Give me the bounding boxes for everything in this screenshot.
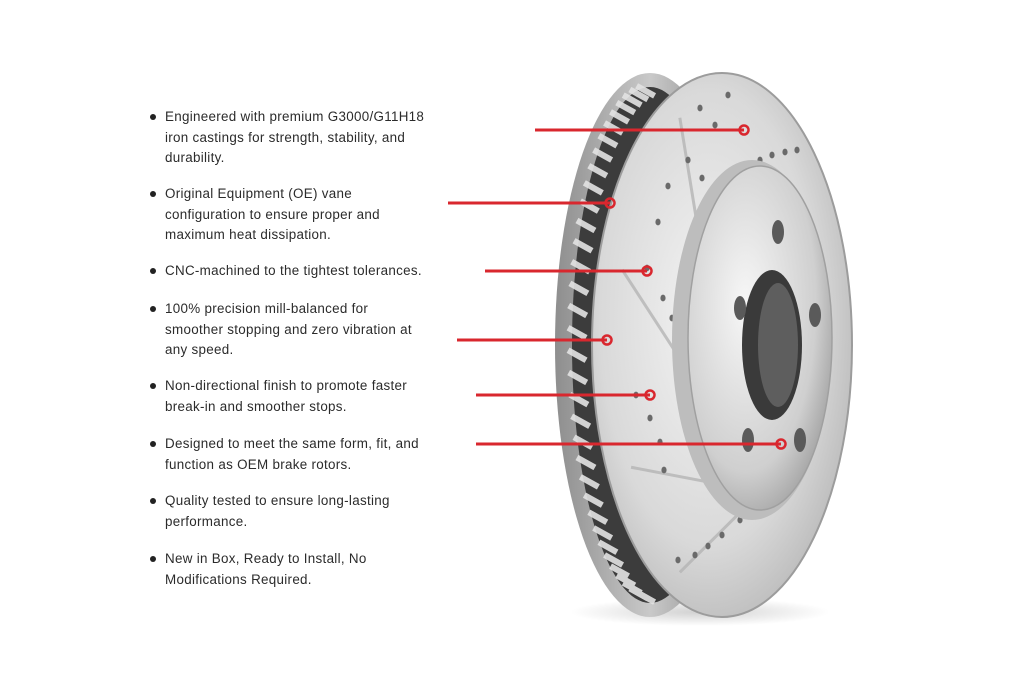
feature-text: New in Box, Ready to Install, No Modific… (165, 551, 367, 587)
face-slot (630, 465, 709, 484)
feature-text: Designed to meet the same form, fit, and… (165, 436, 419, 472)
vane (575, 454, 597, 471)
feature-item: New in Box, Ready to Install, No Modific… (150, 549, 450, 590)
bullet-icon (150, 268, 156, 274)
vane (597, 539, 619, 555)
drilled-hole (794, 146, 800, 154)
drilled-hole (712, 121, 718, 129)
bullet-icon (150, 498, 156, 504)
bullet-icon (150, 383, 156, 389)
vane (572, 434, 594, 450)
vane (615, 572, 637, 589)
callout-dot (601, 334, 613, 346)
bullet-icon (150, 441, 156, 447)
vane (603, 552, 625, 568)
drilled-hole (699, 174, 705, 182)
vane (582, 492, 604, 508)
bullet-icon (150, 114, 156, 120)
vane (575, 217, 597, 234)
drilled-hole (685, 156, 691, 164)
vane (566, 325, 588, 341)
vane (566, 347, 588, 363)
drilled-hole (647, 414, 653, 422)
vane (568, 280, 590, 297)
vane (570, 413, 592, 429)
lug-hole (794, 428, 806, 452)
drilled-hole (782, 148, 788, 156)
drilled-hole (725, 91, 731, 99)
vane (592, 147, 614, 163)
vane (587, 163, 609, 179)
feature-item: Engineered with premium G3000/G11H18 iro… (150, 107, 450, 169)
feature-text: 100% precision mill-balanced for smoothe… (165, 301, 412, 357)
vane (578, 474, 600, 490)
feature-text: CNC-machined to the tightest tolerances. (165, 263, 422, 278)
feature-item: Non-directional finish to promote faster… (150, 376, 450, 417)
drilled-hole (661, 466, 667, 474)
bullet-icon (150, 556, 156, 562)
vane (567, 369, 589, 386)
vane (609, 109, 630, 125)
bullet-icon (150, 191, 156, 197)
callout-dot (775, 438, 787, 450)
vane (635, 589, 657, 605)
drilled-hole (675, 556, 681, 564)
lug-hole (809, 303, 821, 327)
rotor-hat (672, 160, 833, 520)
bullet-icon (150, 306, 156, 312)
vane (609, 563, 630, 579)
feature-text: Non-directional finish to promote faster… (165, 378, 407, 414)
vane (635, 83, 657, 99)
feature-text: Engineered with premium G3000/G11H18 iro… (165, 109, 425, 165)
vane (597, 133, 619, 149)
vane (582, 180, 604, 196)
callout-dot (604, 197, 616, 209)
vane (628, 86, 650, 103)
feature-item: Quality tested to ensure long-lasting pe… (150, 491, 450, 532)
vane (587, 509, 609, 525)
feature-text: Original Equipment (OE) vane configurati… (165, 186, 380, 242)
drilled-hole (655, 218, 661, 226)
callout-dot (644, 389, 656, 401)
vane (592, 525, 614, 541)
drilled-hole (692, 551, 698, 559)
drilled-hole (665, 182, 671, 190)
feature-item: Original Equipment (OE) vane configurati… (150, 184, 450, 246)
drilled-hole (719, 531, 725, 539)
callout-dot (641, 265, 653, 277)
callout-dot (738, 124, 750, 136)
drilled-hole (697, 104, 703, 112)
lug-hole (742, 428, 754, 452)
vane (572, 238, 594, 254)
callout-lines (448, 124, 787, 450)
feature-text: Quality tested to ensure long-lasting pe… (165, 493, 390, 529)
lug-hole (734, 296, 746, 320)
vane (615, 99, 637, 116)
vane (567, 302, 589, 319)
feature-item: 100% precision mill-balanced for smoothe… (150, 299, 450, 361)
vane (621, 92, 643, 108)
feature-item: Designed to meet the same form, fit, and… (150, 434, 450, 475)
feature-item: CNC-machined to the tightest tolerances. (150, 261, 450, 282)
lug-hole (772, 220, 784, 244)
drilled-hole (660, 294, 666, 302)
drilled-hole (705, 542, 711, 550)
drilled-hole (769, 151, 775, 159)
